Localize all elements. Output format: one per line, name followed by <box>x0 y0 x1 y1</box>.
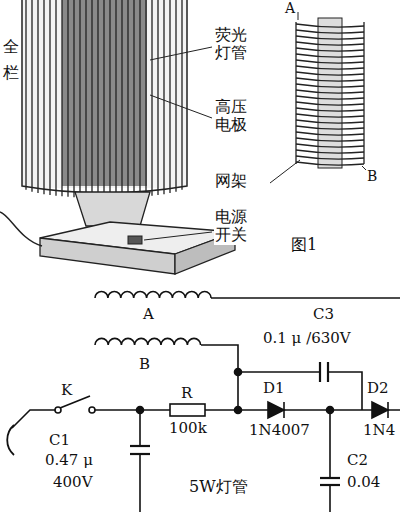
coil-winding <box>296 90 364 93</box>
label-text: C1 <box>48 432 71 449</box>
coil-winding <box>296 108 364 111</box>
label-text: 网架 <box>214 172 248 190</box>
cage-bar <box>61 0 62 196</box>
mesh-frame-drawing <box>270 12 368 183</box>
cage-bar <box>145 0 146 196</box>
label-text: 栏 <box>2 64 20 82</box>
label-text: 0.04 <box>346 474 381 491</box>
cage-bar <box>127 0 128 197</box>
cage-bar <box>85 0 86 198</box>
cage-bar <box>139 0 140 197</box>
coil-winding <box>296 114 364 117</box>
cage-bar <box>109 0 110 198</box>
cage-bar <box>115 0 116 198</box>
label-text: B <box>366 168 378 184</box>
coil-winding <box>296 144 364 147</box>
coil-b <box>95 338 201 345</box>
label-text: C2 <box>346 452 369 469</box>
coil-winding <box>296 78 364 81</box>
cage-bar <box>43 0 44 194</box>
coil-winding <box>296 162 364 165</box>
label-text: R <box>180 385 193 402</box>
coil-winding <box>296 30 364 33</box>
label-text: 图1 <box>290 236 318 254</box>
coil-winding <box>296 120 364 123</box>
coil-a <box>95 292 211 298</box>
cage-bar <box>175 0 176 192</box>
coil-winding <box>296 66 364 69</box>
coil-winding <box>296 72 364 75</box>
cage-bar <box>67 0 68 197</box>
coil-winding <box>296 48 364 51</box>
label-text: 全 <box>2 38 20 56</box>
label-text: D1 <box>262 380 286 397</box>
cage-bar <box>49 0 50 195</box>
circuit-schematic <box>7 292 400 512</box>
label-text: A <box>284 0 296 16</box>
cage-bar <box>31 0 32 192</box>
cage-bar <box>25 0 26 190</box>
coil-winding <box>296 84 364 87</box>
coil-winding <box>296 42 364 45</box>
cage-bar <box>163 0 164 194</box>
coil-winding <box>296 156 364 159</box>
label-text: D2 <box>366 380 390 397</box>
cage-bar <box>73 0 74 197</box>
cage-bar <box>169 0 170 193</box>
cage-bar <box>151 0 152 196</box>
coil-winding <box>296 138 364 141</box>
cage-bar <box>121 0 122 198</box>
label-text: 高压 电极 <box>214 98 254 135</box>
label-text: B <box>138 356 151 373</box>
label-text: 5W灯管 <box>188 478 249 496</box>
coil-winding <box>296 24 364 27</box>
cage-bar <box>133 0 134 197</box>
coil-winding <box>296 96 364 99</box>
label-text: 荧光 灯管 <box>214 26 254 63</box>
cage-bar <box>181 0 182 190</box>
cage-bar <box>91 0 92 198</box>
coil-winding <box>296 132 364 135</box>
label-text: A <box>142 306 155 323</box>
cage-bar <box>103 0 104 198</box>
label-text: 400V <box>52 474 93 491</box>
coil-winding <box>296 60 364 63</box>
label-text: 1N4 <box>362 422 396 439</box>
zapper-illustration <box>0 0 235 274</box>
label-text: 0.47 μ <box>44 452 94 469</box>
label-text: 100k <box>168 420 208 437</box>
cage-bar <box>79 0 80 197</box>
cage-bar <box>55 0 56 196</box>
label-text: 电源 开关 <box>214 208 254 245</box>
label-text: 0.1 μ /630V <box>262 330 352 347</box>
label-text: K <box>60 382 73 399</box>
cage-bar <box>97 0 98 198</box>
label-text: 1N4007 <box>248 422 311 439</box>
label-text: C3 <box>312 306 335 323</box>
coil-winding <box>296 36 364 39</box>
coil-winding <box>296 126 364 129</box>
coil-winding <box>296 150 364 153</box>
coil-winding <box>296 102 364 105</box>
coil-winding <box>296 54 364 57</box>
cage-bar <box>37 0 38 193</box>
